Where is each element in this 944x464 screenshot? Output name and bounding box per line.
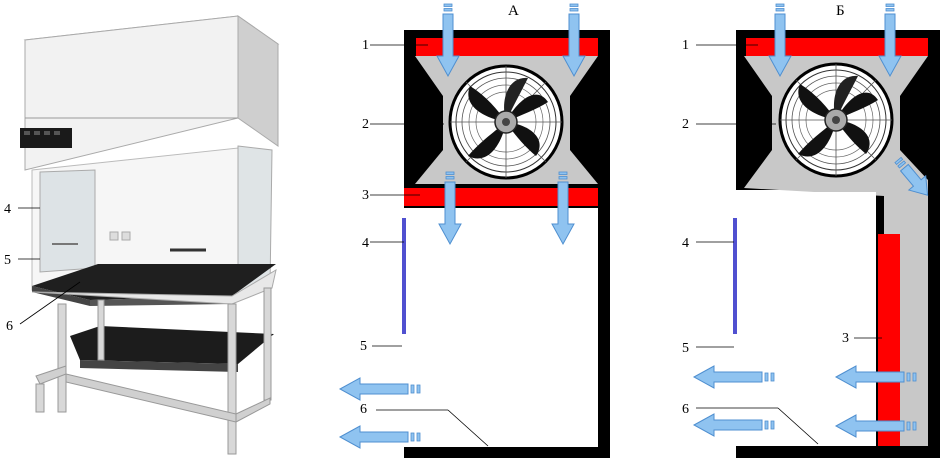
label-b-4: 4 xyxy=(682,236,689,251)
photo-label-5: 5 xyxy=(4,253,11,268)
label-3: 3 xyxy=(362,188,369,203)
top-filter-b xyxy=(746,38,928,56)
fan-icon xyxy=(448,64,564,180)
label-5: 5 xyxy=(360,339,367,354)
label-b-3: 3 xyxy=(842,331,849,346)
side-filter xyxy=(878,234,900,446)
photo-label-6: 6 xyxy=(6,319,13,334)
label-2: 2 xyxy=(362,117,369,132)
label-6: 6 xyxy=(360,402,367,417)
arrow-out xyxy=(339,377,421,401)
sash-b xyxy=(733,218,737,334)
arrow-diagonal xyxy=(894,156,929,196)
arrow-out xyxy=(339,425,421,449)
bottom-filter xyxy=(404,188,598,206)
fan-icon-b xyxy=(778,62,894,178)
diagram-a-title: А xyxy=(508,3,519,19)
label-b-1: 1 xyxy=(682,38,689,53)
diagram-a: А 1 2 3 4 5 6 xyxy=(339,3,610,458)
label-b-2: 2 xyxy=(682,117,689,132)
diagram-b: Б 1 2 3 4 5 6 xyxy=(682,3,940,458)
photo-label-4: 4 xyxy=(4,202,11,217)
cabinet-photo: 4 5 6 xyxy=(4,15,280,455)
label-b-6: 6 xyxy=(682,402,689,417)
sash xyxy=(402,218,406,334)
label-1: 1 xyxy=(362,38,369,53)
diagram-b-title: Б xyxy=(836,3,845,19)
label-4: 4 xyxy=(362,236,369,251)
top-filter xyxy=(416,38,598,56)
label-b-5: 5 xyxy=(682,341,689,356)
